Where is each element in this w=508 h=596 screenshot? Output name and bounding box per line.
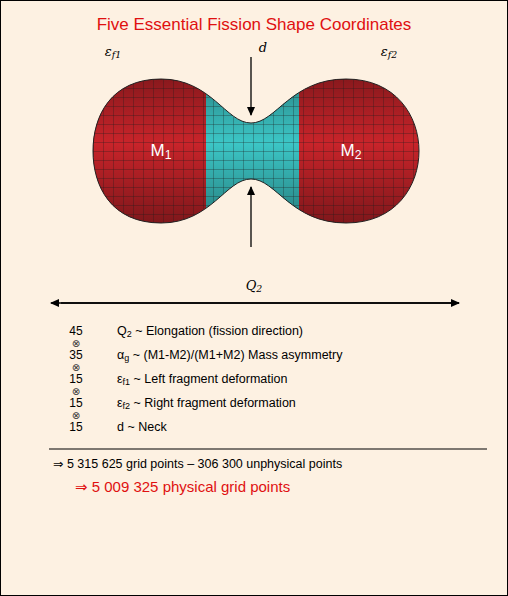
neck-symbol: d: [259, 40, 267, 55]
elongation-arrow: [51, 302, 459, 303]
grid-count: 15: [69, 372, 82, 386]
product-symbol: ⊗: [72, 386, 80, 397]
diagram-title: Five Essential Fission Shape Coordinates: [97, 15, 412, 35]
product-symbol: ⊗: [72, 362, 80, 373]
elongation-symbol: Q2: [246, 278, 263, 293]
coordinate-description: αg ~ (M1-M2)/(M1+M2) Mass asymmetry: [117, 348, 342, 362]
grid-count: 15: [69, 420, 82, 434]
grid-count: 45: [69, 324, 82, 338]
dumbbell-shape: [81, 71, 431, 231]
physical-grid-total: ⇒ 5 009 325 physical grid points: [75, 478, 290, 496]
coordinate-description: d ~ Neck: [117, 420, 167, 434]
sum-rule: [49, 448, 487, 449]
coordinate-description: Q2 ~ Elongation (fission direction): [117, 324, 303, 338]
grid-count: 35: [69, 348, 82, 362]
mass-label: M1: [151, 141, 172, 161]
fragment-deformation-symbol: εf1: [105, 44, 121, 59]
product-symbol: ⊗: [72, 338, 80, 349]
grid-point-total: ⇒ 5 315 625 grid points – 306 300 unphys…: [53, 456, 342, 471]
fragment-deformation-symbol: εf2: [381, 44, 397, 59]
coordinate-description: εf1 ~ Left fragment deformation: [117, 372, 287, 386]
neck-arrow-bottom: [250, 187, 251, 247]
coordinate-description: εf2 ~ Right fragment deformation: [117, 396, 296, 410]
grid-count: 15: [69, 396, 82, 410]
mass-label: M2: [341, 141, 362, 161]
neck-arrow-top: [250, 57, 251, 115]
shape-outline: [93, 79, 419, 223]
product-symbol: ⊗: [72, 410, 80, 421]
